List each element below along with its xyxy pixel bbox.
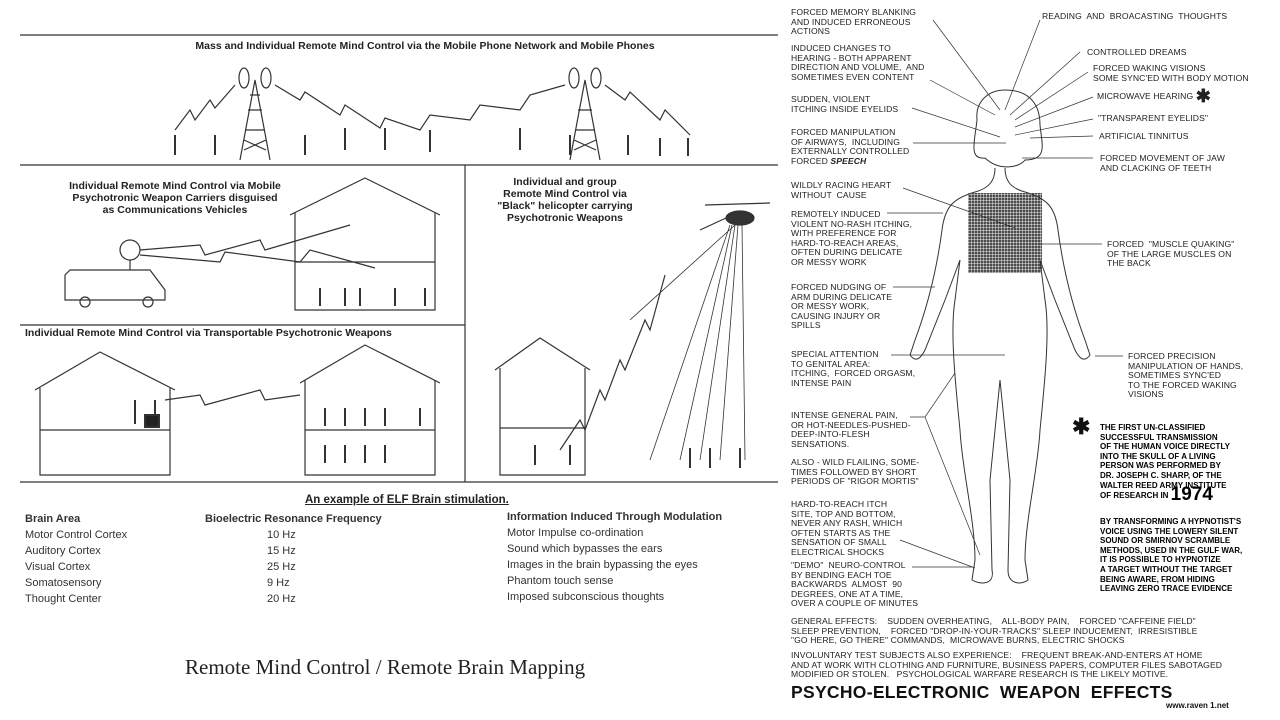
people-transport bbox=[134, 400, 741, 468]
cell: 20 Hz bbox=[267, 593, 296, 605]
panel2-title: Individual Remote Mind Control via Mobil… bbox=[69, 180, 281, 216]
label-microwave-hearing-text: MICROWAVE HEARING bbox=[1097, 91, 1194, 102]
label-itch-site: HARD-TO-REACH ITCH SITE, TOP AND BOTTOM,… bbox=[791, 499, 903, 557]
label-general-pain: INTENSE GENERAL PAIN, OR HOT-NEEDLES-PUS… bbox=[791, 410, 911, 449]
panel-borders bbox=[20, 34, 778, 483]
label-memory-blanking: FORCED MEMORY BLANKING AND INDUCED ERRON… bbox=[791, 7, 917, 37]
label-hand-manipulation: FORCED PRECISION MANIPULATION OF HANDS, … bbox=[1128, 351, 1244, 400]
panel4-title: Individual Remote Mind Control via Trans… bbox=[25, 327, 392, 339]
label-waking-visions: FORCED WAKING VISIONS SOME SYNC'ED WITH … bbox=[1093, 63, 1249, 83]
helicopter-beams bbox=[629, 224, 746, 461]
source-url: www.raven 1.net bbox=[1166, 701, 1229, 710]
signal-zigzag-1 bbox=[174, 84, 691, 136]
house-transport-right bbox=[299, 344, 441, 476]
cell-tower-right bbox=[568, 67, 602, 161]
panel1-title: Mass and Individual Remote Mind Control … bbox=[195, 40, 655, 52]
col-information: Information Induced Through Modulation M… bbox=[507, 509, 782, 605]
col-frequency: Bioelectric Resonance Frequency 10 Hz 15… bbox=[205, 511, 455, 607]
cell: Images in the brain bypassing the eyes bbox=[507, 559, 698, 571]
cell: Phantom touch sense bbox=[507, 575, 614, 587]
cell: 25 Hz bbox=[267, 561, 296, 573]
cell-tower-left bbox=[238, 67, 272, 161]
header-information: Information Induced Through Modulation bbox=[507, 511, 723, 523]
cell: Motor Impulse co-ordination bbox=[507, 527, 644, 539]
label-genital-area: SPECIAL ATTENTION TO GENITAL AREA: ITCHI… bbox=[791, 349, 916, 388]
head-hair-outline bbox=[973, 89, 1043, 168]
cell: Sound which bypasses the ears bbox=[507, 543, 663, 555]
label-racing-heart: WILDLY RACING HEART WITHOUT CAUSE bbox=[791, 180, 892, 200]
helicopter bbox=[699, 202, 771, 231]
label-no-rash-itching: REMOTELY INDUCED VIOLENT NO-RASH ITCHING… bbox=[791, 209, 913, 267]
panel3-title: Individual and group Remote Mind Control… bbox=[497, 176, 633, 224]
label-itching-eyelids: SUDDEN, VIOLENT ITCHING INSIDE EYELIDS bbox=[791, 94, 899, 114]
asterisk-icon: ✱ bbox=[1195, 86, 1211, 106]
cell: Visual Cortex bbox=[25, 561, 91, 573]
label-toe-bending: "DEMO" NEURO-CONTROL BY BENDING EACH TOE… bbox=[791, 560, 919, 609]
caption: Remote Mind Control / Remote Brain Mappi… bbox=[185, 655, 586, 679]
cell: 10 Hz bbox=[267, 529, 296, 541]
label-transparent-eyelids: "TRANSPARENT EYELIDS" bbox=[1098, 113, 1209, 123]
people-house-2 bbox=[319, 288, 426, 306]
elf-table-title: An example of ELF Brain stimulation. bbox=[305, 494, 509, 506]
label-wild-flailing: ALSO - WILD FLAILING, SOME- TIMES FOLLOW… bbox=[791, 457, 920, 487]
label-tinnitus: ARTIFICIAL TINNITUS bbox=[1099, 131, 1189, 141]
cell: Auditory Cortex bbox=[25, 545, 101, 557]
label-speech: SPEECH bbox=[830, 155, 867, 166]
cell: Motor Control Cortex bbox=[25, 529, 128, 541]
house-transport-left bbox=[34, 351, 176, 476]
label-controlled-dreams: CONTROLLED DREAMS bbox=[1087, 47, 1187, 57]
people-row bbox=[174, 128, 689, 156]
body-outline bbox=[909, 167, 1091, 584]
house-helicopter bbox=[494, 337, 591, 476]
header-frequency: Bioelectric Resonance Frequency bbox=[205, 513, 382, 525]
note-sharp-1974: THE FIRST UN-CLASSIFIED SUCCESSFUL TRANS… bbox=[1100, 423, 1230, 504]
signal-zigzag-3 bbox=[559, 274, 666, 451]
signal-zigzag-4 bbox=[164, 389, 301, 406]
cell: Somatosensory bbox=[25, 577, 102, 589]
note-year: 1974 bbox=[1170, 484, 1213, 506]
cell: 9 Hz bbox=[267, 577, 290, 589]
label-airways-text: FORCED MANIPULATION OF AIRWAYS, INCLUDIN… bbox=[791, 127, 910, 166]
cell: Thought Center bbox=[25, 593, 102, 605]
col-brain-area: Brain Area Motor Control Cortex Auditory… bbox=[25, 511, 205, 607]
label-reading-thoughts: READING AND BROACASTING THOUGHTS bbox=[1042, 11, 1228, 21]
cell: Imposed subconscious thoughts bbox=[507, 591, 665, 603]
back-muscle-grid bbox=[968, 193, 1042, 273]
signal-zigzag-2 bbox=[139, 224, 376, 269]
label-jaw-movement: FORCED MOVEMENT OF JAW AND CLACKING OF T… bbox=[1100, 153, 1225, 173]
general-effects: GENERAL EFFECTS: SUDDEN OVERHEATING, ALL… bbox=[791, 616, 1198, 646]
poster-title: PSYCHO-ELECTRONIC WEAPON EFFECTS bbox=[791, 682, 1173, 702]
involuntary-experiences: INVOLUNTARY TEST SUBJECTS ALSO EXPERIENC… bbox=[791, 650, 1223, 680]
mind-control-diagram bbox=[20, 34, 778, 483]
label-arm-nudging: FORCED NUDGING OF ARM DURING DELICATE OR… bbox=[791, 282, 893, 331]
leader-lines bbox=[887, 19, 1123, 569]
header-brain-area: Brain Area bbox=[25, 513, 81, 525]
label-airways: FORCED MANIPULATION OF AIRWAYS, INCLUDIN… bbox=[791, 127, 910, 166]
asterisk-icon: ✱ bbox=[1072, 414, 1091, 439]
label-muscle-quaking: FORCED "MUSCLE QUAKING" OF THE LARGE MUS… bbox=[1107, 239, 1235, 269]
label-hearing-changes: INDUCED CHANGES TO HEARING - BOTH APPARE… bbox=[791, 43, 925, 82]
note-hypnotist: BY TRANSFORMING A HYPNOTIST'S VOICE USIN… bbox=[1100, 517, 1243, 594]
cell: 15 Hz bbox=[267, 545, 296, 557]
label-microwave-hearing: MICROWAVE HEARING ✱ bbox=[1097, 87, 1211, 105]
note-sharp-text: THE FIRST UN-CLASSIFIED SUCCESSFUL TRANS… bbox=[1100, 423, 1230, 501]
